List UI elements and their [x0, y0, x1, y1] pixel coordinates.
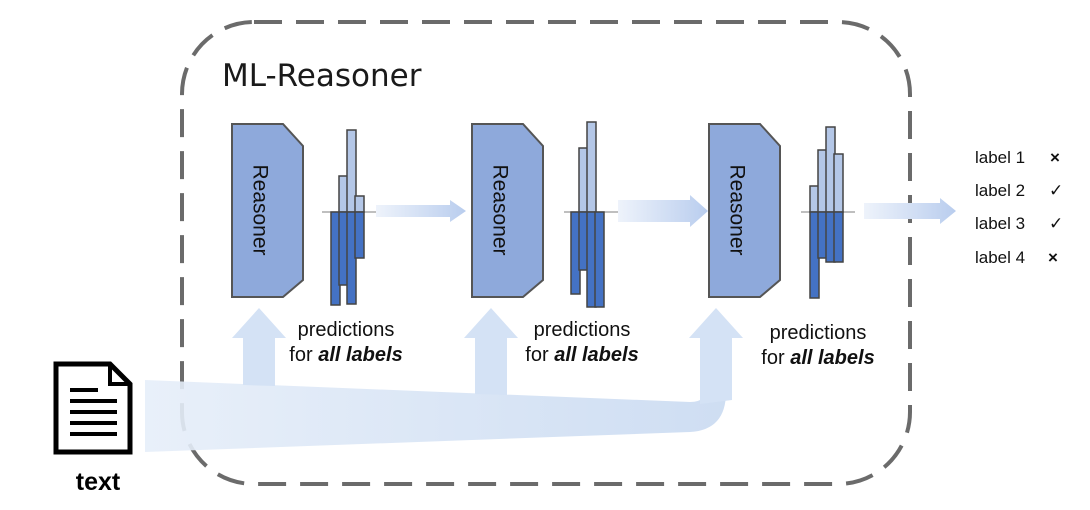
predictions-emph: all labels	[318, 344, 403, 366]
bar-1d-neg	[354, 211, 365, 259]
cross-icon: ×	[1050, 148, 1060, 167]
diagram-title: ML-Reasoner	[222, 58, 422, 94]
reasoner-block-3	[708, 123, 781, 298]
reasoner-3: Reasoner	[708, 123, 781, 298]
predictions-emph: all labels	[790, 347, 875, 369]
text-flow-band	[145, 320, 726, 452]
prediction-bars-3	[801, 126, 855, 299]
predictions-emph: all labels	[554, 344, 639, 366]
document-icon	[53, 361, 133, 455]
document-fold	[108, 364, 130, 386]
input-arrows	[232, 308, 743, 404]
output-label-3: label 3	[975, 214, 1025, 233]
predictions-line1: predictions	[534, 319, 631, 341]
bar-1d	[354, 195, 365, 213]
reasoner-2: Reasoner	[471, 123, 544, 298]
predictions-line1: predictions	[298, 319, 395, 341]
reasoner-1: Reasoner	[231, 123, 304, 298]
predictions-line2: for all labels	[289, 344, 402, 366]
input-arrow-1	[232, 308, 286, 386]
check-icon: ✓	[1049, 214, 1063, 233]
cross-icon: ×	[1048, 248, 1058, 267]
check-icon: ✓	[1049, 181, 1063, 200]
predictions-for: for	[525, 344, 554, 366]
output-label-1: label 1	[975, 148, 1025, 167]
predictions-caption-2: predictions for all labels	[525, 319, 638, 366]
predictions-line2: for all labels	[761, 347, 874, 369]
output-label-2: label 2	[975, 181, 1025, 200]
predictions-for: for	[289, 344, 318, 366]
stage-arrows	[376, 195, 956, 227]
output-label-4: label 4	[975, 248, 1025, 267]
predictions-line1: predictions	[770, 322, 867, 344]
ml-reasoner-frame	[180, 20, 912, 486]
reasoner-label-2: Reasoner	[488, 164, 511, 255]
predictions-for: for	[761, 347, 790, 369]
predictions-caption-3: predictions for all labels	[761, 322, 874, 369]
document-lines	[70, 388, 117, 436]
stage-arrow-2	[618, 195, 708, 227]
reasoner-label-3: Reasoner	[725, 164, 748, 255]
reasoner-label-1: Reasoner	[248, 164, 271, 255]
input-text-label: text	[76, 468, 121, 496]
reasoner-block-2	[471, 123, 544, 298]
bar-2d	[594, 211, 605, 308]
input-arrow-2	[464, 308, 518, 395]
prediction-bars-1	[322, 129, 376, 306]
predictions-caption-1: predictions for all labels	[289, 319, 402, 366]
bar-2c	[586, 121, 597, 213]
bar-3d-neg	[833, 211, 844, 263]
output-arrow	[864, 198, 956, 224]
output-labels: label 1 × label 2 ✓ label 3 ✓ label 4 ×	[975, 148, 1063, 267]
input-arrow-3	[689, 308, 743, 404]
reasoner-block-1	[231, 123, 304, 298]
predictions-line2: for all labels	[525, 344, 638, 366]
bar-3d	[833, 153, 844, 213]
prediction-bars-2	[564, 121, 618, 308]
stage-arrow-1	[376, 200, 466, 222]
document-body	[53, 361, 133, 455]
